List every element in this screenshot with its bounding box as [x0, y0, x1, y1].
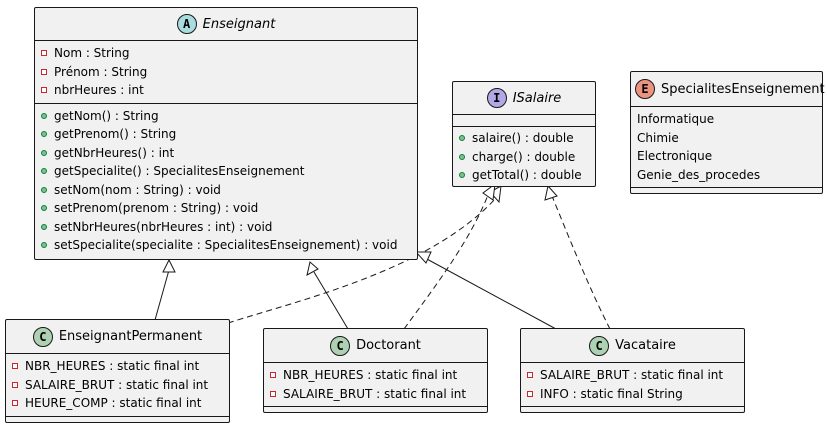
methods-section [264, 406, 487, 409]
arrowhead-enseignant-2 [306, 261, 319, 276]
enum-literal: Informatique [637, 112, 715, 126]
methods-section [6, 415, 229, 419]
attributes-section [453, 114, 595, 126]
method-row: salaire() : double [459, 129, 595, 148]
public-icon [41, 149, 47, 156]
public-icon [41, 112, 47, 119]
method-row: setNom(nom : String) : void [41, 181, 417, 200]
private-icon [12, 363, 18, 370]
attribute-row: HEURE_COMP : static final int [12, 394, 229, 413]
method-row: charge() : double [459, 148, 595, 167]
class-badge-icon: C [589, 335, 610, 356]
class-name: Doctorant [356, 338, 421, 353]
attributes-section: Nom : String Prénom : String nbrHeures :… [35, 40, 417, 103]
private-icon [527, 390, 533, 397]
edge-vacataire-extends-enseignant [424, 257, 557, 330]
interface-badge-icon: I [486, 88, 507, 108]
class-header: C EnseignantPermanent [6, 320, 229, 353]
class-box-vacataire[interactable]: C Vacataire SALAIRE_BRUT : static final … [520, 328, 745, 413]
attributes-section: SALAIRE_BRUT : static final int INFO : s… [521, 362, 744, 406]
enum-literal: Chimie [637, 130, 679, 145]
class-header: E SpecialitesEnseignement [631, 72, 825, 106]
methods-section: getNom() : String getPrenom() : String g… [35, 102, 417, 258]
arrowhead-enseignant-3 [414, 251, 432, 264]
edge-permanent-extends-enseignant [154, 269, 170, 321]
private-icon [527, 372, 533, 379]
abstract-badge-icon: A [176, 14, 197, 34]
enum-badge-icon: E [635, 79, 655, 99]
methods-section [521, 406, 744, 409]
attributes-section: NBR_HEURES : static final int SALAIRE_BR… [264, 362, 487, 406]
attribute-row: NBR_HEURES : static final int [12, 357, 229, 376]
private-icon [12, 400, 18, 407]
method-row: getNbrHeures() : int [41, 144, 417, 163]
private-icon [270, 372, 276, 379]
interface-box-isalaire[interactable]: I ISalaire salaire() : double charge() :… [452, 81, 596, 187]
method-row: setNbrHeures(nbrHeures : int) : void [41, 218, 417, 237]
method-row: getPrenom() : String [41, 125, 417, 144]
class-box-enseignant[interactable]: A Enseignant Nom : String Prénom : Strin… [34, 7, 418, 260]
private-icon [41, 68, 47, 75]
enum-literal: Electronique [637, 149, 713, 163]
edge-permanent-implements-isalaire [227, 197, 497, 324]
private-icon [270, 390, 276, 397]
methods-section [631, 187, 822, 190]
public-icon [41, 223, 47, 230]
arrowhead-isalaire-1 [489, 185, 502, 204]
class-name: EnseignantPermanent [58, 329, 203, 344]
public-icon [459, 135, 465, 142]
attribute-row: SALAIRE_BRUT : static final int [270, 385, 487, 404]
class-name: Enseignant [202, 16, 276, 32]
method-row: getSpecialite() : SpecialitesEnseignemen… [41, 162, 417, 181]
attributes-section: NBR_HEURES : static final int SALAIRE_BR… [6, 353, 229, 416]
arrowhead-enseignant-1 [162, 258, 176, 273]
class-badge-icon: C [330, 335, 351, 356]
attribute-row: Nom : String [41, 44, 417, 63]
class-box-doctorant[interactable]: C Doctorant NBR_HEURES : static final in… [263, 328, 488, 413]
public-icon [41, 205, 47, 212]
public-icon [459, 153, 465, 160]
attribute-row: SALAIRE_BRUT : static final int [12, 376, 229, 395]
public-icon [41, 131, 47, 138]
enum-literal: Genie_des_procedes [637, 167, 761, 182]
class-name: Vacataire [615, 338, 676, 353]
attribute-row: SALAIRE_BRUT : static final int [527, 366, 744, 385]
edge-doctorant-extends-enseignant [313, 271, 349, 330]
edge-doctorant-implements-isalaire [403, 194, 489, 330]
method-row: setPrenom(prenom : String) : void [41, 199, 417, 218]
class-name: ISalaire [512, 90, 562, 106]
public-icon [41, 186, 47, 193]
method-row: setSpecialite(specialite : SpecialitesEn… [41, 236, 417, 255]
attribute-row: nbrHeures : int [41, 81, 417, 100]
class-header: A Enseignant [35, 8, 417, 40]
method-row: getTotal() : double [459, 166, 595, 185]
enum-box-specialites[interactable]: E SpecialitesEnseignement Informatique C… [630, 71, 825, 194]
class-header: C Doctorant [264, 329, 487, 362]
class-badge-icon: C [32, 326, 53, 347]
public-icon [41, 168, 47, 175]
private-icon [12, 381, 18, 388]
public-icon [459, 172, 465, 179]
methods-section: salaire() : double charge() : double get… [453, 126, 595, 188]
attribute-row: NBR_HEURES : static final int [270, 366, 487, 385]
class-name: SpecialitesEnseignement [661, 81, 825, 97]
public-icon [41, 242, 47, 249]
arrowhead-isalaire-3 [544, 184, 558, 201]
class-header: C Vacataire [521, 329, 744, 362]
attribute-row: INFO : static final String [527, 385, 744, 404]
literals-section: Informatique Chimie Electronique Genie_d… [631, 106, 822, 187]
arrowhead-isalaire-2 [482, 182, 496, 201]
attribute-row: Prénom : String [41, 63, 417, 82]
private-icon [41, 50, 47, 57]
private-icon [41, 87, 47, 94]
class-box-enseignant-permanent[interactable]: C EnseignantPermanent NBR_HEURES : stati… [5, 319, 230, 423]
method-row: getNom() : String [41, 107, 417, 126]
edge-vacataire-implements-isalaire [551, 195, 611, 330]
class-header: I ISalaire [453, 82, 595, 114]
